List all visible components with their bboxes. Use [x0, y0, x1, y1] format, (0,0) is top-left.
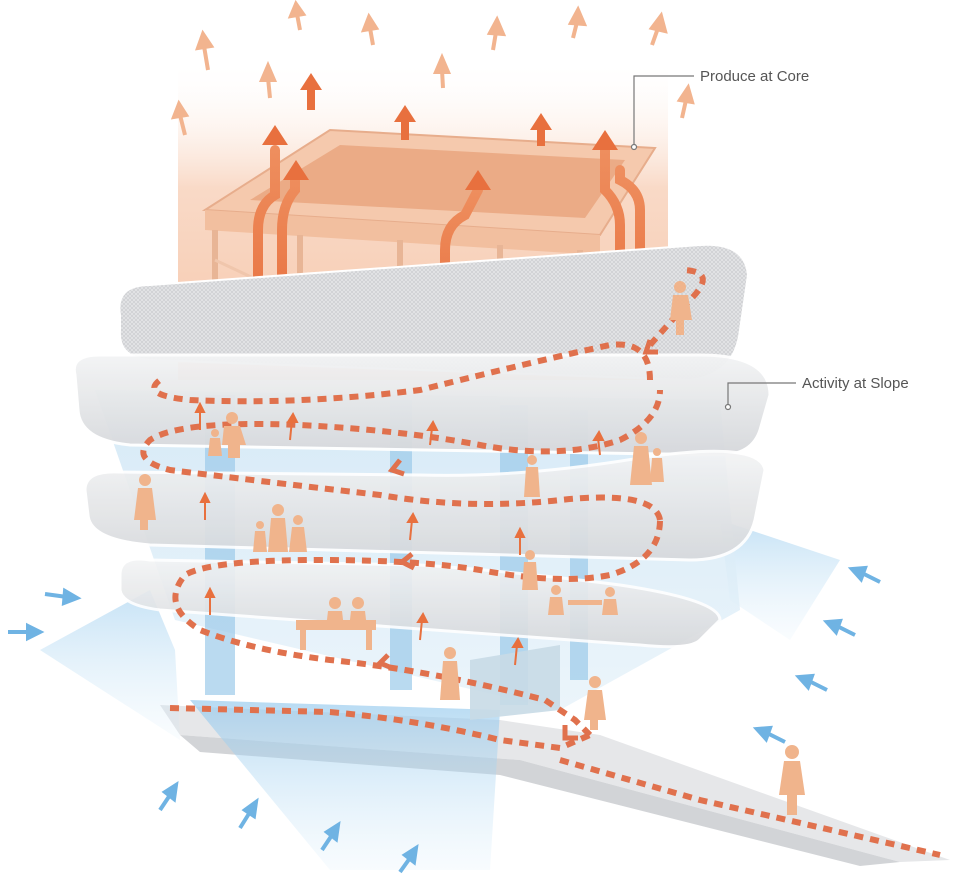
person-figure-icon [602, 587, 618, 615]
path-chevron-icon [562, 725, 578, 741]
warm-air-arrow-icon [258, 60, 278, 99]
warm-air-arrow-icon [676, 83, 695, 119]
warm-air-arrow-icon [360, 12, 380, 46]
cool-air-arrow-icon [794, 673, 828, 692]
path-chevron-icon [642, 339, 658, 355]
path-chevron-icon [397, 552, 416, 571]
warm-air-arrow-heads [262, 73, 618, 190]
interior-warm-arrows [194, 401, 605, 666]
label-activity-at-slope: Activity at Slope [802, 375, 909, 392]
warm-air-arrow-icon [648, 11, 668, 46]
warm-air-arrow-icon [394, 105, 416, 122]
warm-air-arrow-icon [567, 5, 588, 39]
warm-air-arrow-icon [432, 52, 452, 89]
cool-air-arrow-icon [8, 622, 45, 642]
person-figure-icon [253, 521, 267, 552]
warm-air-streams [253, 145, 645, 350]
person-figure-icon [208, 429, 222, 456]
warm-air-arrow-icon [406, 511, 419, 541]
path-chevron-icon [387, 458, 405, 477]
person-figure-icon [440, 647, 460, 700]
warm-air-arrow-icon [300, 73, 322, 90]
warm-air-arrow-icon [426, 419, 439, 446]
outer-warm-arrows [170, 0, 695, 136]
path-chevrons [375, 339, 658, 741]
warm-air-arrow-icon [170, 99, 190, 136]
cool-air-arrow-icon [320, 820, 341, 852]
person-figure-icon [584, 676, 606, 730]
cool-air-arrows [8, 565, 881, 874]
circulation-path [140, 267, 941, 858]
warm-air-arrow-stubs [307, 88, 545, 146]
core-leader-line [633, 75, 694, 145]
table-icon [568, 600, 602, 605]
person-figure-icon [630, 432, 652, 485]
person-figure-icon [268, 504, 288, 552]
person-figure-icon [524, 455, 540, 497]
warm-air-arrow-icon [514, 526, 526, 555]
warm-air-arrow-icon [199, 491, 211, 520]
cool-air-sheets [40, 520, 840, 870]
people [134, 281, 805, 815]
warm-air-arrow-icon [530, 113, 552, 130]
cool-air-arrow-icon [398, 843, 419, 874]
person-figure-icon [779, 745, 805, 815]
warm-air-arrow-icon [592, 429, 605, 456]
person-figure-icon [522, 550, 538, 590]
person-figure-icon [222, 412, 246, 458]
person-figure-icon [650, 448, 664, 482]
warm-air-arrow-icon [204, 586, 216, 615]
warm-air-arrow-icon [283, 160, 309, 180]
warm-air-arrow-icon [465, 170, 491, 190]
cool-air-arrow-icon [752, 725, 786, 744]
warm-air-arrow-icon [286, 411, 299, 441]
cool-air-arrow-icon [238, 797, 259, 830]
person-figure-icon [289, 515, 307, 552]
warm-air-arrow-icon [194, 29, 215, 71]
cool-air-arrow-icon [822, 618, 856, 637]
warm-air-arrow-icon [592, 130, 618, 150]
warm-air-arrow-icon [287, 0, 307, 31]
label-produce-at-core: Produce at Core [700, 68, 809, 85]
warm-air-arrow-icon [511, 636, 524, 666]
warm-air-arrow-icon [486, 15, 507, 51]
person-figure-icon [548, 585, 564, 615]
cool-air-arrow-icon [847, 565, 881, 584]
leader-lines [630, 75, 796, 411]
bench-icon [296, 620, 376, 630]
warm-air-arrow-icon [262, 125, 288, 145]
cool-air-arrow-icon [158, 780, 179, 812]
cool-air-arrow-icon [44, 587, 82, 607]
warm-air-arrow-icon [194, 401, 206, 430]
path-chevron-icon [375, 653, 393, 671]
warm-air-arrow-icon [416, 611, 429, 641]
slope-leader-line [727, 382, 796, 405]
person-figure-icon [134, 474, 156, 530]
person-figure-icon [670, 281, 692, 335]
